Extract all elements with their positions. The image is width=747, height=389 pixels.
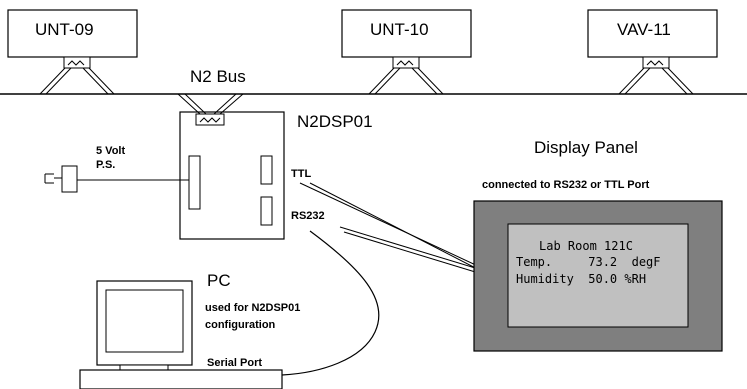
connector-n2dsp01 (177, 93, 244, 126)
pc-note-line2: configuration (205, 319, 276, 331)
rs232-port-label: RS232 (291, 210, 325, 222)
ttl-port-label: TTL (291, 168, 311, 180)
lcd-line-2: Temp. 73.2 degF (516, 255, 661, 269)
ttl-wire-a (299, 182, 496, 275)
pc-computer (79, 280, 283, 389)
ttl-terminal (260, 155, 273, 185)
display-panel-subtitle: connected to RS232 or TTL Port (482, 179, 650, 191)
n2dsp01-label: N2DSP01 (297, 112, 373, 131)
serial-port-label: Serial Port (207, 357, 262, 369)
connector-vav-11 (618, 56, 694, 95)
serial-cable (281, 230, 380, 376)
device-vav-11-label: VAV-11 (617, 20, 671, 39)
pc-base-unit (79, 369, 283, 389)
connector-unt-10 (368, 56, 444, 95)
n2dsp01-module (177, 93, 285, 240)
rs232-wire-b (343, 231, 496, 279)
power-terminal (188, 155, 201, 210)
device-unt-09: UNT-09 (7, 9, 138, 95)
pc-monitor-stand (119, 364, 169, 371)
n2-bus-label: N2 Bus (190, 67, 246, 86)
display-panel: Lab Room 121C Temp. 73.2 degF Humidity 5… (473, 200, 723, 352)
ttl-wire-b (309, 182, 496, 279)
device-vav-11: VAV-11 (587, 9, 718, 95)
display-panel-screen (507, 223, 689, 328)
device-unt-10-label: UNT-10 (370, 20, 429, 39)
rs232-terminal (260, 196, 273, 226)
lcd-line-3: Humidity 50.0 %RH (516, 272, 646, 286)
power-supply-label-line2: P.S. (96, 159, 115, 171)
power-plug-icon (61, 165, 78, 193)
display-panel-title: Display Panel (534, 138, 638, 157)
pc-note-line1: used for N2DSP01 (205, 302, 300, 314)
power-supply-label-line1: 5 Volt (96, 145, 125, 157)
rs232-wire-a (339, 226, 496, 275)
device-unt-10: UNT-10 (341, 9, 472, 95)
lcd-line-1: Lab Room 121C (539, 239, 633, 253)
device-unt-09-label: UNT-09 (35, 20, 94, 39)
connector-unt-09 (39, 56, 115, 95)
power-supply (44, 165, 189, 193)
pc-screen (105, 289, 184, 353)
pc-title: PC (207, 271, 231, 290)
